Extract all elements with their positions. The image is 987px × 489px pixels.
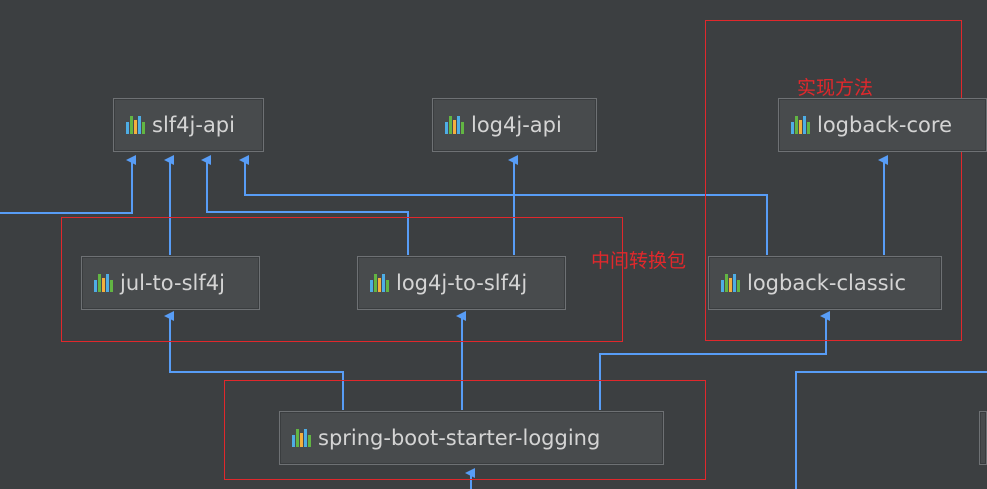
node-label: spring-boot-starter-logging bbox=[318, 426, 601, 450]
dependency-module-icon bbox=[791, 116, 811, 134]
dependency-module-icon bbox=[292, 429, 312, 447]
starter-highlight-box bbox=[224, 380, 706, 480]
node-jul-to-slf4j[interactable]: jul-to-slf4j bbox=[81, 256, 260, 310]
edge-external-lower-right bbox=[795, 371, 987, 489]
node-label: slf4j-api bbox=[152, 113, 235, 137]
dependency-module-icon bbox=[721, 274, 741, 292]
node-label: logback-core bbox=[817, 113, 952, 137]
node-log4j-api[interactable]: log4j-api bbox=[432, 98, 597, 152]
edge-starter-to-logback-classic bbox=[599, 311, 830, 410]
node-label: logback-classic bbox=[747, 271, 907, 295]
node-label: log4j-api bbox=[471, 113, 562, 137]
dependency-module-icon bbox=[445, 116, 465, 134]
edge-external-to-slf4j-api bbox=[0, 155, 136, 214]
dependency-module-icon bbox=[370, 274, 390, 292]
edge-starter-to-jul-to-slf4j bbox=[164, 311, 344, 410]
edge-log4j-to-slf4j-to-slf4j-api bbox=[201, 155, 409, 255]
implementation-annotation: 实现方法 bbox=[797, 77, 874, 99]
implementation-highlight-box bbox=[705, 20, 962, 341]
dependency-module-icon bbox=[126, 116, 146, 134]
node-label: jul-to-slf4j bbox=[120, 271, 225, 295]
bridge-highlight-box bbox=[61, 217, 623, 342]
node-logback-core[interactable]: logback-core bbox=[778, 98, 987, 152]
node-label: log4j-to-slf4j bbox=[396, 271, 528, 295]
edge-logback-classic-to-slf4j-api bbox=[239, 155, 768, 255]
node-log4j-to-slf4j[interactable]: log4j-to-slf4j bbox=[357, 256, 566, 310]
bridge-annotation: 中间转换包 bbox=[591, 250, 687, 272]
node-offscreen-partial[interactable] bbox=[979, 411, 987, 465]
node-slf4j-api[interactable]: slf4j-api bbox=[113, 98, 264, 152]
node-spring-boot-starter-logging[interactable]: spring-boot-starter-logging bbox=[279, 411, 664, 465]
dependency-module-icon bbox=[94, 274, 114, 292]
node-logback-classic[interactable]: logback-classic bbox=[708, 256, 942, 310]
